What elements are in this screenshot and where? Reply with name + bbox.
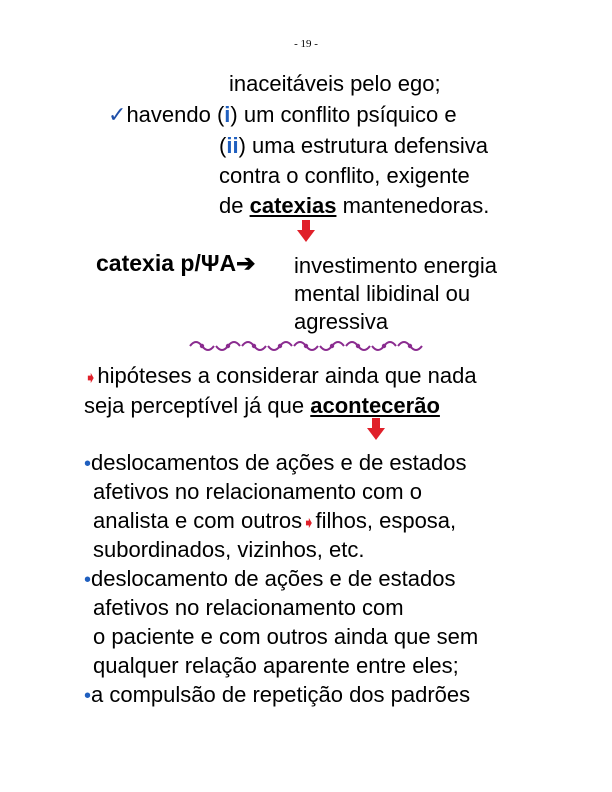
text-line: subordinados, vizinhos, etc. bbox=[93, 537, 365, 562]
text-fragment: de bbox=[219, 193, 250, 218]
roman-numeral: i bbox=[224, 102, 231, 127]
definition-line: investimento energia bbox=[294, 253, 498, 278]
page-number: - 19 - bbox=[294, 38, 318, 50]
list-item: •deslocamentos de ações e de estados bbox=[84, 449, 467, 478]
text-fragment: mantenedoras. bbox=[336, 193, 490, 218]
text-fragment: seja perceptível já que bbox=[84, 393, 311, 418]
definition-line: agressiva bbox=[294, 309, 389, 334]
text-line: (ii) uma estrutura defensiva bbox=[219, 132, 488, 159]
text-fragment: ) uma estrutura defensiva bbox=[238, 133, 489, 158]
key-term: acontecerão bbox=[310, 393, 440, 418]
text-fragment: analista e com outros bbox=[93, 508, 303, 533]
key-term: catexias bbox=[249, 193, 337, 218]
text-line: ✓havendo (i) um conflito psíquico e bbox=[108, 101, 457, 128]
text-line: afetivos no relacionamento com o bbox=[93, 479, 422, 504]
definition-line: mental libidinal ou bbox=[294, 281, 471, 306]
text-line: analista e com outros➧filhos, esposa, bbox=[93, 507, 456, 537]
bullet-icon: • bbox=[84, 569, 92, 591]
pointer-arrow-icon: ➧ bbox=[302, 515, 316, 532]
text-fragment: ( bbox=[219, 133, 227, 158]
text-line: inaceitáveis pelo ego; bbox=[229, 71, 441, 96]
pointer-arrow-icon: ➧ bbox=[84, 370, 98, 387]
bullet-icon: • bbox=[84, 453, 92, 475]
bullet-icon: • bbox=[84, 685, 92, 707]
text-line: de catexias mantenedoras. bbox=[219, 192, 489, 219]
text-fragment: ) um conflito psíquico e bbox=[230, 102, 457, 127]
term-text: catexia p/ΨA bbox=[96, 250, 237, 276]
text-line: o paciente e com outros ainda que sem bbox=[93, 624, 479, 649]
roman-numeral: ii bbox=[226, 133, 239, 158]
right-arrow-icon: ➔ bbox=[236, 250, 256, 276]
text-line: ➧hipóteses a considerar ainda que nada bbox=[84, 362, 477, 392]
text-fragment: a compulsão de repetição dos padrões bbox=[91, 682, 471, 707]
list-item: •deslocamento de ações e de estados bbox=[84, 565, 456, 594]
text-fragment: havendo ( bbox=[126, 102, 225, 127]
ornament-divider bbox=[188, 338, 424, 354]
list-item: •a compulsão de repetição dos padrões bbox=[84, 681, 470, 710]
text-line: seja perceptível já que acontecerão bbox=[84, 392, 440, 419]
checkmark-icon: ✓ bbox=[108, 102, 127, 127]
down-arrow-icon bbox=[367, 418, 385, 440]
text-line: afetivos no relacionamento com bbox=[93, 595, 404, 620]
definition-term: catexia p/ΨA➔ bbox=[96, 250, 255, 277]
text-fragment: hipóteses a considerar ainda que nada bbox=[97, 363, 477, 388]
text-fragment: filhos, esposa, bbox=[315, 508, 457, 533]
text-fragment: deslocamento de ações e de estados bbox=[91, 566, 456, 591]
text-line: qualquer relação aparente entre eles; bbox=[93, 653, 459, 678]
down-arrow-icon bbox=[297, 220, 315, 242]
text-fragment: deslocamentos de ações e de estados bbox=[91, 450, 467, 475]
text-line: contra o conflito, exigente bbox=[219, 163, 470, 188]
